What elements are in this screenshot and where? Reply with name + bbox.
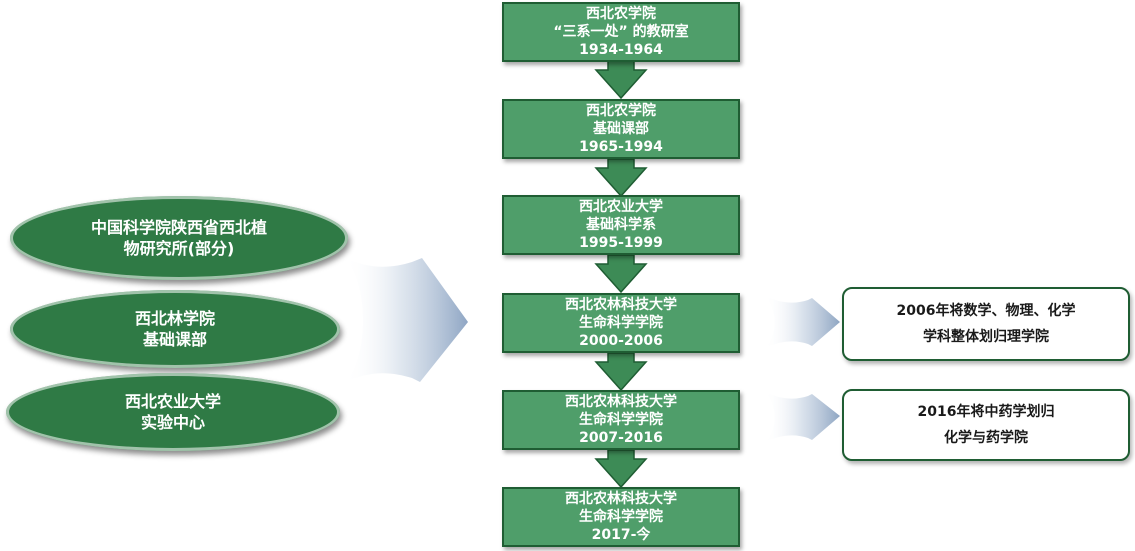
institution-name: 西北农林科技大学 [565, 297, 677, 313]
source-line-1: 西北农业大学 [124, 392, 221, 411]
split-arrow-icon [765, 296, 840, 348]
timeline-box: 西北农学院 “三系一处” 的教研室 1934-1964 [502, 2, 740, 62]
down-arrow-icon [594, 254, 648, 294]
source-line-2: 物研究所(部分) [123, 239, 235, 258]
timeline-box: 西北农林科技大学 生命科学学院 2000-2006 [502, 293, 740, 353]
down-arrows [594, 60, 648, 489]
unit-name: 生命科学学院 [579, 412, 663, 428]
merge-arrow-icon [345, 258, 468, 382]
unit-name: 生命科学学院 [579, 509, 663, 525]
year-range: 1995-1999 [579, 235, 663, 251]
note-line-1: 2006年将数学、物理、化学 [896, 303, 1076, 319]
unit-name: 基础科学系 [586, 217, 656, 233]
note-line-1: 2016年将中药学划归 [917, 404, 1055, 420]
institution-name: 西北农学院 [586, 6, 656, 22]
source-line-2: 基础课部 [142, 330, 207, 349]
split-arrow-icon [765, 392, 840, 442]
timeline-box: 西北农业大学 基础科学系 1995-1999 [502, 195, 740, 255]
source-line-1: 西北林学院 [134, 309, 215, 328]
down-arrow-icon [594, 158, 648, 198]
unit-name: 基础课部 [593, 121, 649, 137]
timeline-box: 西北农林科技大学 生命科学学院 2017-今 [502, 487, 740, 547]
year-range: 1934-1964 [579, 42, 663, 58]
institution-name: 西北农林科技大学 [565, 394, 677, 410]
year-range: 2017-今 [591, 527, 651, 543]
source-line-1: 中国科学院陕西省西北植 [90, 218, 267, 237]
institution-name: 西北农学院 [586, 103, 656, 119]
timeline-box: 西北农学院 基础课部 1965-1994 [502, 99, 740, 159]
year-range: 2007-2016 [579, 430, 663, 446]
year-range: 1965-1994 [579, 139, 663, 155]
source-ellipse: 西北林学院 基础课部 [10, 290, 340, 368]
down-arrow-icon [594, 449, 648, 489]
source-ellipse: 西北农业大学 实验中心 [6, 373, 340, 451]
source-ellipse: 中国科学院陕西省西北植 物研究所(部分) [10, 196, 348, 280]
unit-name: 生命科学学院 [579, 315, 663, 331]
source-line-2: 实验中心 [140, 413, 205, 432]
note-box: 2006年将数学、物理、化学 学科整体划归理学院 [842, 287, 1130, 361]
down-arrow-icon [594, 60, 648, 100]
institution-name: 西北农林科技大学 [565, 491, 677, 507]
note-line-2: 化学与药学院 [944, 430, 1028, 446]
down-arrow-icon [594, 352, 648, 392]
note-box: 2016年将中药学划归 化学与药学院 [842, 389, 1130, 461]
year-range: 2000-2006 [579, 333, 663, 349]
note-line-2: 学科整体划归理学院 [923, 329, 1049, 345]
unit-name: “三系一处” 的教研室 [553, 24, 689, 40]
institution-name: 西北农业大学 [579, 199, 663, 215]
timeline-box: 西北农林科技大学 生命科学学院 2007-2016 [502, 390, 740, 450]
